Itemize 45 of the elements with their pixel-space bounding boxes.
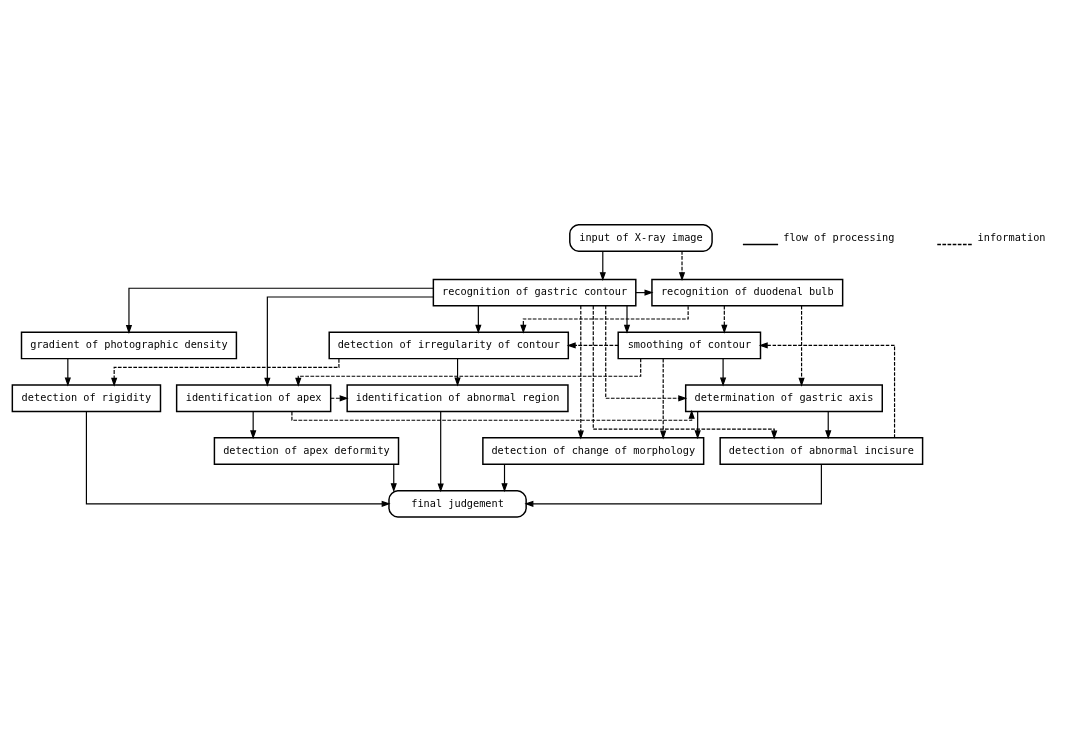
arrow	[623, 305, 631, 334]
node-box: determination of gastric axis	[684, 384, 883, 413]
arrow	[295, 358, 642, 387]
arrow	[592, 305, 778, 440]
arrow	[264, 296, 434, 387]
arrow	[475, 305, 482, 334]
arrow	[660, 358, 667, 440]
arrow	[64, 358, 71, 387]
arrow	[125, 287, 434, 334]
arrow	[454, 358, 461, 387]
node-box: detection of apex deformity	[213, 437, 400, 465]
arrow	[524, 463, 822, 507]
arrow	[758, 342, 896, 439]
arrow	[719, 358, 727, 387]
arrow	[694, 411, 701, 440]
arrow	[678, 250, 686, 282]
node-box: recognition of gastric contour	[432, 278, 637, 307]
arrow	[566, 342, 619, 349]
node-box: gradient of photographic density	[20, 331, 238, 360]
legend-label: information	[977, 231, 1046, 244]
arrow	[111, 358, 340, 387]
node-box: recognition of duodenal bulb	[651, 278, 844, 307]
arrow	[721, 305, 728, 334]
node-box: input of X-ray image	[569, 224, 713, 252]
node-box: identification of abnormal region	[346, 384, 569, 413]
node-box: detection of abnormal incisure	[719, 437, 924, 465]
node-box: smoothing of contour	[617, 331, 762, 360]
arrow	[605, 305, 688, 402]
arrow	[501, 463, 508, 493]
node-box: final judgement	[388, 489, 527, 518]
node-box: detection of rigidity	[11, 384, 162, 413]
arrow	[599, 250, 606, 282]
node-box: identification of apex	[175, 384, 332, 413]
node-box: detection of change of morphology	[482, 437, 705, 465]
legend-label: flow of processing	[783, 231, 895, 244]
node-box: detection of irregularity of contour	[328, 331, 570, 360]
arrow	[291, 409, 695, 421]
arrow	[390, 463, 397, 493]
arrow	[825, 411, 832, 440]
arrow	[250, 411, 257, 440]
arrow	[798, 305, 805, 387]
arrow	[85, 411, 391, 507]
arrow	[330, 395, 349, 402]
arrow	[577, 305, 584, 440]
arrow	[437, 411, 444, 493]
